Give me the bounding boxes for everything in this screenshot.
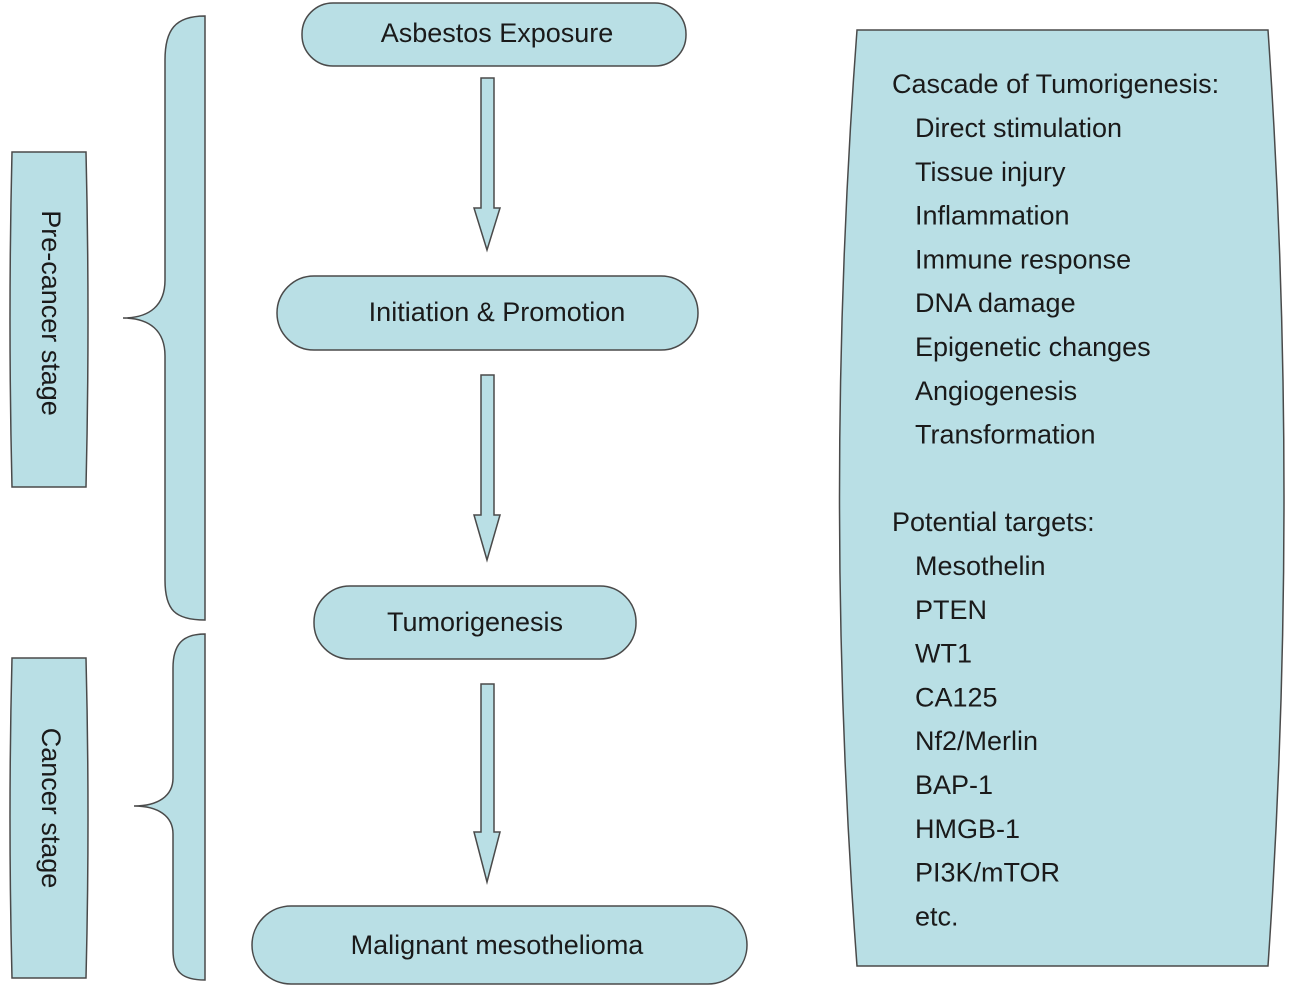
brace-precancer <box>122 15 206 621</box>
panel-list-item: Transformation <box>915 420 1096 450</box>
flow-step-label: Initiation & Promotion <box>369 297 626 327</box>
flow-step-label: Tumorigenesis <box>387 607 563 637</box>
arrow-down-icon <box>472 77 502 253</box>
panel-list-item: CA125 <box>915 682 998 712</box>
stage-box-precancer: Pre-cancer stage <box>9 151 89 488</box>
panel-list-item: etc. <box>915 901 959 931</box>
targets-heading: Potential targets: <box>892 507 1095 537</box>
panel-list-item: Angiogenesis <box>915 376 1077 406</box>
panel-list-item: Epigenetic changes <box>915 332 1151 362</box>
panel-list-item: PTEN <box>915 595 987 625</box>
panel-list-item: PI3K/mTOR <box>915 858 1060 888</box>
cascade-heading: Cascade of Tumorigenesis: <box>892 69 1219 99</box>
flow-step-tumorigenesis: Tumorigenesis <box>313 585 637 660</box>
panel-list-item: Mesothelin <box>915 551 1046 581</box>
flow-step-label: Malignant mesothelioma <box>351 930 645 960</box>
panel-list-item: DNA damage <box>915 288 1076 318</box>
stage-box-cancer: Cancer stage <box>9 657 89 979</box>
panel-list-item: Immune response <box>915 244 1131 274</box>
panel-list-item: WT1 <box>915 639 972 669</box>
stage-label-cancer: Cancer stage <box>36 728 66 889</box>
brace-cancer <box>133 633 206 981</box>
panel-list-item: HMGB-1 <box>915 814 1020 844</box>
flow-step-label: Asbestos Exposure <box>381 18 614 48</box>
flow-step-asbestos-exposure: Asbestos Exposure <box>301 2 687 67</box>
panel-list-item: BAP-1 <box>915 770 993 800</box>
flow-step-malignant-mesothelioma: Malignant mesothelioma <box>251 905 748 985</box>
panel-list-item: Inflammation <box>915 201 1070 231</box>
panel-list-item: Nf2/Merlin <box>915 726 1038 756</box>
panel-list-item: Tissue injury <box>915 157 1066 187</box>
arrow-down-icon <box>473 683 501 885</box>
info-panel <box>838 29 1285 967</box>
stage-label-precancer: Pre-cancer stage <box>36 210 66 416</box>
panel-list-item: Direct stimulation <box>915 113 1122 143</box>
flow-step-initiation-promotion: Initiation & Promotion <box>276 275 699 351</box>
arrow-down-icon <box>473 374 501 563</box>
